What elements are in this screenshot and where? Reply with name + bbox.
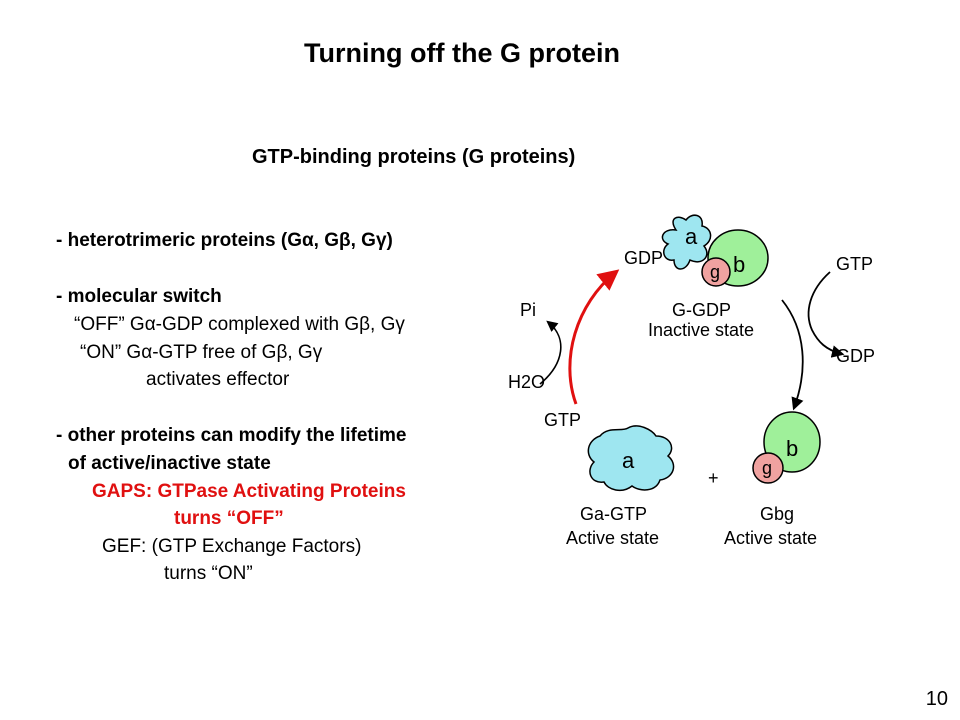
beta-label-top: b: [733, 252, 745, 277]
bullet-lifetime-line1: - other proteins can modify the lifetime: [56, 425, 407, 446]
gtp-in-label: GTP: [836, 254, 873, 274]
bullet-molecular-switch: - molecular switch: [56, 286, 222, 307]
bg-name: Gbg: [760, 504, 794, 524]
gamma-subunit-top: [701, 257, 731, 287]
beta-label-active: b: [786, 436, 798, 461]
switch-on-line: “ON” Gα-GTP free of Gβ, Gγ: [80, 342, 323, 363]
bg-active-state: Active state: [724, 528, 817, 548]
gef-line: GEF: (GTP Exchange Factors): [102, 536, 362, 557]
gdp-out-label: GDP: [836, 346, 875, 366]
gtp-hydrolysis-arrow: [568, 269, 620, 405]
gef-turns-on: turns “ON”: [164, 563, 253, 584]
gtp-left-label: GTP: [544, 410, 581, 430]
page-number: 10: [925, 688, 948, 710]
gaps-turns-off: turns “OFF”: [174, 508, 284, 529]
gtp-entry-arrow: [807, 271, 845, 358]
gdp-bound-label: GDP: [624, 248, 663, 268]
dissociation-arrow: [781, 299, 804, 411]
gamma-label-active: g: [762, 458, 772, 478]
phosphate-release-arrow: [539, 320, 562, 385]
g-gdp-complex: a b g: [661, 214, 769, 287]
plus-sign: +: [708, 468, 719, 488]
pi-label: Pi: [520, 300, 536, 320]
alpha-active-state: Active state: [566, 528, 659, 548]
alpha-subunit-top: [661, 214, 712, 270]
g-gdp-name: G-GDP: [672, 300, 731, 320]
gaps-line: GAPS: GTPase Activating Proteins: [92, 481, 406, 502]
bullet-lifetime-line2: of active/inactive state: [68, 453, 271, 474]
switch-off-line: “OFF” Gα-GDP complexed with Gβ, Gγ: [74, 314, 405, 335]
slide-subtitle: GTP-binding proteins (G proteins): [252, 146, 576, 168]
h2o-label: H2O: [508, 372, 545, 392]
activates-effector-line: activates effector: [146, 369, 290, 390]
alpha-subunit-active: [587, 425, 675, 492]
alpha-label-top: a: [685, 224, 698, 249]
slide-title: Turning off the G protein: [304, 38, 620, 68]
gamma-label-top: g: [710, 262, 720, 282]
g-protein-cycle-diagram: a b g G-GDP Inactive state GDP GTP GDP P…: [508, 214, 875, 548]
inactive-state-label: Inactive state: [648, 320, 754, 340]
alpha-label-active: a: [622, 448, 635, 473]
alpha-gtp-name: Ga-GTP: [580, 504, 647, 524]
bullet-heterotrimeric: - heterotrimeric proteins (Gα, Gβ, Gγ): [56, 230, 393, 251]
gamma-subunit-active: [752, 452, 784, 484]
